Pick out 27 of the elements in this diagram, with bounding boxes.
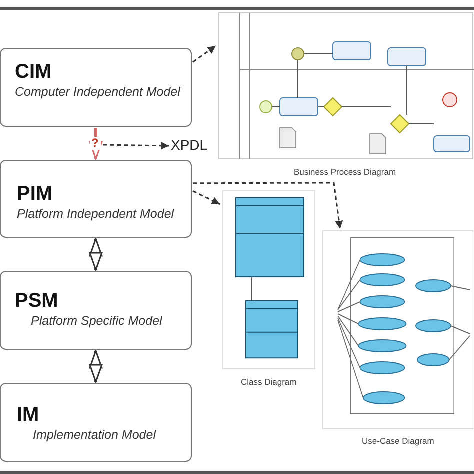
picture-caption: Use-Case Diagram — [362, 436, 434, 446]
picture — [322, 230, 474, 430]
model-subtitle: Platform Independent Model — [17, 207, 174, 221]
dashed-arrow — [192, 190, 220, 206]
model-title: CIM — [15, 61, 52, 84]
dashed-arrow — [102, 142, 170, 150]
model-subtitle: Computer Independent Model — [15, 85, 180, 99]
model-subtitle: Platform Specific Model — [31, 314, 162, 328]
node-label: XPDL — [171, 137, 211, 155]
block-arrow — [89, 128, 103, 160]
model-title: IM — [17, 404, 40, 427]
picture — [222, 190, 316, 370]
picture-caption: Business Process Diagram — [294, 167, 396, 177]
model-box — [0, 271, 192, 350]
edge-label: ? — [90, 136, 101, 150]
block-arrow — [89, 238, 103, 271]
model-subtitle: Implementation Model — [33, 428, 156, 442]
dashed-arrow — [192, 45, 216, 63]
model-title: PSM — [15, 290, 58, 313]
picture-caption: Class Diagram — [241, 377, 297, 387]
model-box — [0, 160, 192, 238]
model-box — [0, 383, 192, 462]
picture — [218, 12, 474, 160]
dashed-arrow — [193, 182, 344, 230]
block-arrow — [89, 350, 103, 383]
model-title: PIM — [17, 183, 53, 206]
model-box — [0, 48, 192, 127]
